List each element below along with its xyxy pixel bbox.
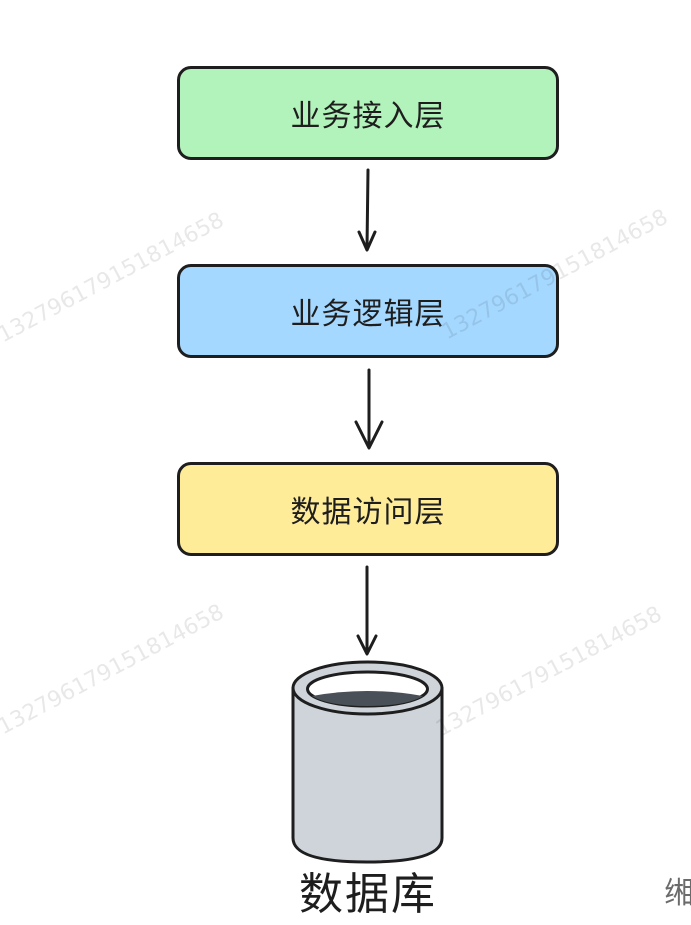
layer-business-logic: 业务逻辑层: [177, 264, 559, 358]
layer-data-access-label: 数据访问层: [290, 495, 446, 530]
layer-business-logic-label: 业务逻辑层: [290, 297, 446, 332]
layer-business-access: 业务接入层: [177, 66, 559, 160]
database-label: 数据库: [299, 869, 437, 920]
layer-business-access-label: 业务接入层: [290, 99, 446, 134]
database-cylinder-icon: [291, 660, 444, 864]
arrow-logic-to-data: [354, 368, 384, 450]
layer-data-access: 数据访问层: [177, 462, 559, 556]
arrow-data-to-database: [356, 565, 378, 656]
arrow-access-to-logic: [357, 168, 377, 252]
clipped-edge-text: 缃: [664, 876, 691, 911]
